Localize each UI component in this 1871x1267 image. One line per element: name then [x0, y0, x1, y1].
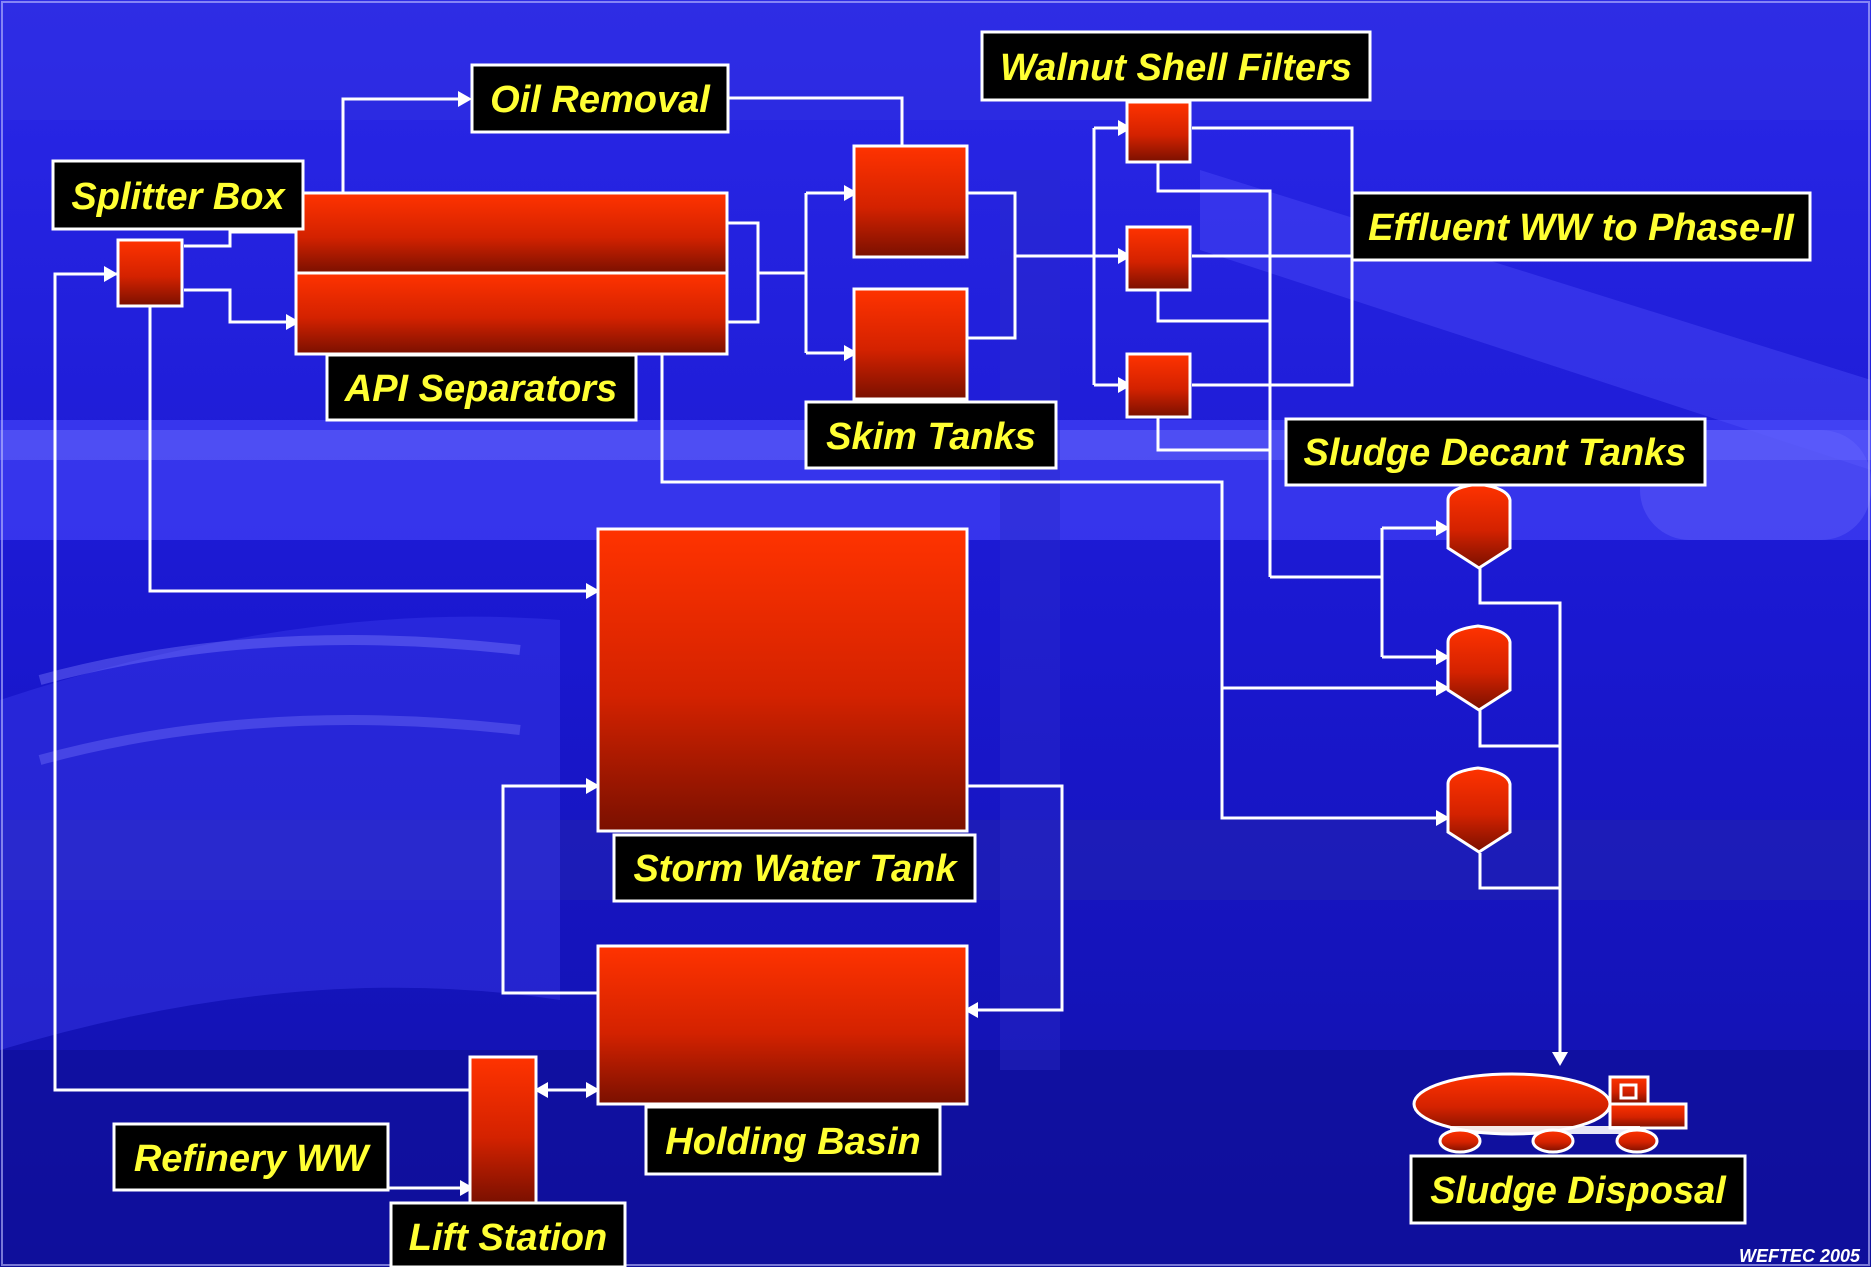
- label-storm-water-tank: Storm Water Tank: [614, 835, 975, 901]
- oil-removal-label: Oil Removal: [490, 79, 711, 121]
- footer-credit: WEFTEC 2005: [1739, 1246, 1861, 1266]
- splitter-box-label: Splitter Box: [71, 176, 286, 218]
- storm-water-tank-label: Storm Water Tank: [633, 848, 958, 890]
- skim-tank-upper: [854, 146, 967, 257]
- splitter-box-unit: [118, 240, 182, 306]
- holding-basin-label: Holding Basin: [665, 1121, 920, 1163]
- storm-water-tank-unit: [598, 529, 967, 831]
- sludge-truck-icon: [1414, 1074, 1686, 1152]
- skim-tank-lower: [854, 289, 967, 399]
- lift-station-unit: [470, 1057, 536, 1203]
- walnut-filter-3: [1127, 354, 1190, 417]
- label-oil-removal: Oil Removal: [472, 65, 728, 132]
- label-skim-tanks: Skim Tanks: [806, 402, 1056, 468]
- label-refinery-ww: Refinery WW: [114, 1124, 388, 1190]
- api-separator-upper: [296, 193, 727, 273]
- decant-tank-2: [1448, 626, 1510, 710]
- api-separators-label: API Separators: [344, 368, 617, 410]
- label-sludge-decant-tanks: Sludge Decant Tanks: [1286, 419, 1705, 485]
- api-separator-lower: [296, 273, 727, 354]
- label-lift-station: Lift Station: [391, 1203, 625, 1267]
- sludge-disposal-label: Sludge Disposal: [1430, 1170, 1727, 1212]
- holding-basin-unit: [598, 946, 967, 1104]
- walnut-filter-2: [1127, 227, 1190, 290]
- effluent-label: Effluent WW to Phase-II: [1368, 207, 1795, 249]
- label-effluent: Effluent WW to Phase-II: [1352, 193, 1810, 260]
- label-api-separators: API Separators: [327, 355, 636, 420]
- decant-tank-3: [1448, 768, 1510, 852]
- sludge-decant-tanks-label: Sludge Decant Tanks: [1304, 432, 1687, 474]
- decant-tank-1: [1448, 484, 1510, 568]
- label-splitter-box: Splitter Box: [53, 161, 303, 229]
- label-sludge-disposal: Sludge Disposal: [1411, 1156, 1745, 1223]
- walnut-shell-filters-label: Walnut Shell Filters: [1000, 47, 1352, 89]
- refinery-ww-label: Refinery WW: [134, 1138, 371, 1180]
- label-holding-basin: Holding Basin: [646, 1107, 940, 1174]
- lift-station-label: Lift Station: [409, 1217, 607, 1259]
- skim-tanks-label: Skim Tanks: [826, 416, 1036, 458]
- walnut-filter-1: [1127, 102, 1190, 162]
- label-walnut-shell-filters: Walnut Shell Filters: [982, 32, 1370, 100]
